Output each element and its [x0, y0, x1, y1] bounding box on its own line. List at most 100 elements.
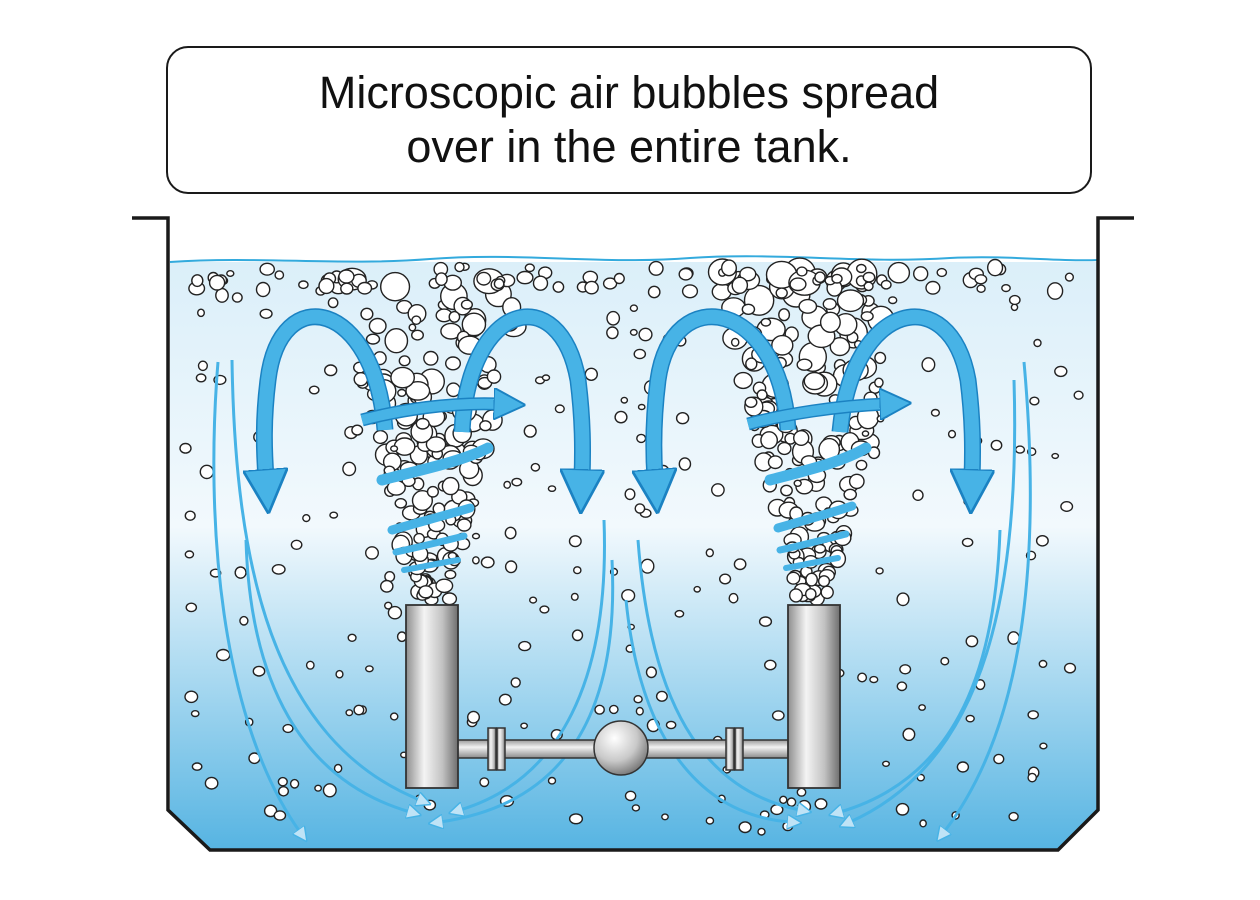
air-bubble	[874, 377, 884, 388]
air-bubble	[552, 281, 565, 293]
air-bubble	[541, 374, 551, 382]
air-bubble	[974, 274, 988, 285]
air-bubble	[324, 364, 338, 377]
air-bubble	[1073, 390, 1084, 400]
air-bubble	[733, 371, 753, 390]
air-bubble	[756, 389, 768, 401]
air-bubble	[1027, 772, 1037, 783]
air-bubble	[274, 270, 285, 280]
air-bubble	[731, 276, 749, 294]
air-bubble	[738, 821, 752, 834]
air-bubble	[760, 317, 772, 327]
air-bubble	[384, 601, 393, 610]
air-bubble	[486, 369, 502, 384]
air-bubble	[479, 420, 492, 432]
air-bubble	[613, 272, 625, 285]
air-bubble	[789, 588, 804, 603]
air-bubble	[239, 615, 249, 626]
air-bubble	[503, 480, 512, 489]
air-bubble	[273, 810, 287, 821]
air-bubble	[805, 587, 817, 601]
air-bubble	[733, 558, 747, 571]
air-bubble	[848, 473, 865, 490]
air-bubble	[961, 537, 974, 548]
air-bubble	[516, 270, 534, 285]
air-bubble	[775, 287, 788, 299]
air-bubble	[793, 479, 802, 487]
air-bubble	[390, 366, 415, 389]
air-bubble	[278, 786, 290, 797]
air-bubble	[396, 631, 407, 643]
air-bubble	[365, 333, 381, 345]
air-bubble	[263, 804, 278, 818]
air-bubble	[780, 484, 793, 497]
air-bubble	[523, 424, 537, 438]
air-bubble	[298, 280, 309, 290]
air-bubble	[333, 763, 343, 774]
air-bubble	[379, 579, 394, 593]
air-bubble	[606, 310, 621, 326]
air-bubble	[661, 813, 669, 821]
air-bubble	[397, 388, 407, 398]
air-bubble	[779, 795, 788, 804]
air-bubble	[460, 299, 474, 310]
air-bubble	[277, 776, 288, 787]
air-bubble	[986, 258, 1004, 277]
air-bubble	[843, 488, 858, 501]
air-bubble	[208, 274, 226, 291]
air-bubble	[674, 609, 685, 618]
air-bubble	[342, 461, 357, 477]
air-bubble	[640, 558, 655, 574]
air-bubble	[1001, 284, 1011, 293]
air-bubble	[364, 665, 374, 673]
air-bubble	[322, 783, 337, 798]
air-bubble	[786, 797, 797, 807]
air-bubble	[798, 298, 818, 314]
air-bubble	[302, 513, 311, 523]
air-bubble	[1060, 501, 1074, 513]
air-bubble	[434, 272, 448, 286]
air-bubble	[196, 308, 205, 318]
air-bubble	[1027, 710, 1039, 720]
air-bubble	[571, 629, 584, 642]
air-bubble	[796, 358, 813, 371]
air-bubble	[413, 532, 425, 545]
air-bubble	[255, 281, 271, 298]
air-bubble	[789, 277, 807, 292]
air-bubble	[822, 298, 837, 311]
air-bubble	[185, 602, 198, 613]
air-bubble	[384, 328, 409, 354]
air-bubble	[1039, 742, 1048, 750]
air-bubble	[423, 350, 439, 366]
air-bubble	[530, 462, 541, 472]
pipe-assembly	[451, 720, 793, 776]
air-bubble	[862, 271, 876, 283]
air-bubble	[739, 266, 757, 282]
air-bubble	[423, 799, 437, 811]
air-bubble	[797, 799, 812, 814]
air-bubble	[347, 633, 357, 642]
air-bubble	[741, 303, 756, 315]
air-bubble	[665, 720, 677, 730]
air-bubble	[675, 412, 690, 425]
air-bubble	[921, 357, 936, 373]
air-bubble	[758, 616, 773, 627]
air-bubble	[568, 813, 584, 825]
pipe-flange-left-2	[496, 727, 506, 771]
air-bubble	[199, 464, 215, 480]
air-bubble	[204, 776, 219, 790]
air-bubble	[913, 266, 929, 282]
air-bubble	[539, 605, 550, 614]
air-bubble	[461, 312, 487, 337]
air-bubble	[389, 712, 399, 721]
air-bubble	[394, 497, 408, 509]
air-bubble	[498, 693, 512, 706]
air-bubble	[744, 396, 758, 408]
air-bubble	[479, 777, 490, 788]
air-bubble	[956, 761, 970, 773]
air-bubble	[760, 431, 778, 450]
air-bubble	[767, 455, 783, 470]
air-bubble	[620, 396, 629, 404]
air-bubble	[633, 348, 647, 360]
air-bubble	[764, 659, 777, 671]
